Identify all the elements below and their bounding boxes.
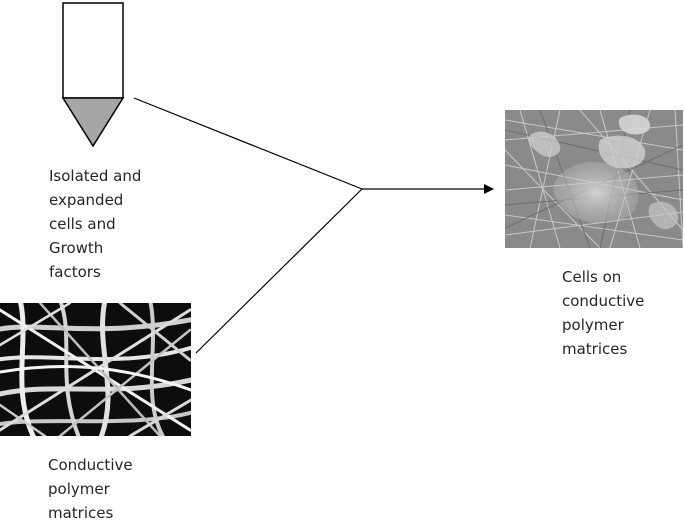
cells-on-fiber-micrograph xyxy=(505,110,683,248)
cells-growth-line-5: factors xyxy=(49,263,101,281)
cells-growth-line-4: Growth xyxy=(49,239,104,257)
cells-growth-line-3: cells and xyxy=(49,215,116,233)
cells-on-line-3: polymer xyxy=(562,316,624,334)
fiber-mesh-micrograph xyxy=(0,303,191,436)
conductive-polymer-label: Conductive polymer matrices xyxy=(48,453,133,525)
cells-growth-line-1: Isolated and xyxy=(49,167,142,185)
cells-growth-label: Isolated and expanded cells and Growth f… xyxy=(49,164,141,284)
cells-on-matrices-label: Cells on conductive polymer matrices xyxy=(562,265,644,361)
cells-on-line-4: matrices xyxy=(562,340,628,358)
connector-line-top xyxy=(133,97,363,190)
conductive-polymer-line-2: polymer xyxy=(48,480,110,498)
pipette-tip-icon xyxy=(61,2,125,148)
conductive-polymer-line-1: Conductive xyxy=(48,456,133,474)
cells-growth-line-2: expanded xyxy=(49,191,124,209)
cells-on-line-2: conductive xyxy=(562,292,645,310)
conductive-polymer-line-3: matrices xyxy=(48,504,114,522)
connector-line-bottom xyxy=(195,188,363,354)
pipette-body xyxy=(62,2,124,99)
pipette-cone xyxy=(61,97,125,148)
cells-on-line-1: Cells on xyxy=(562,268,622,286)
